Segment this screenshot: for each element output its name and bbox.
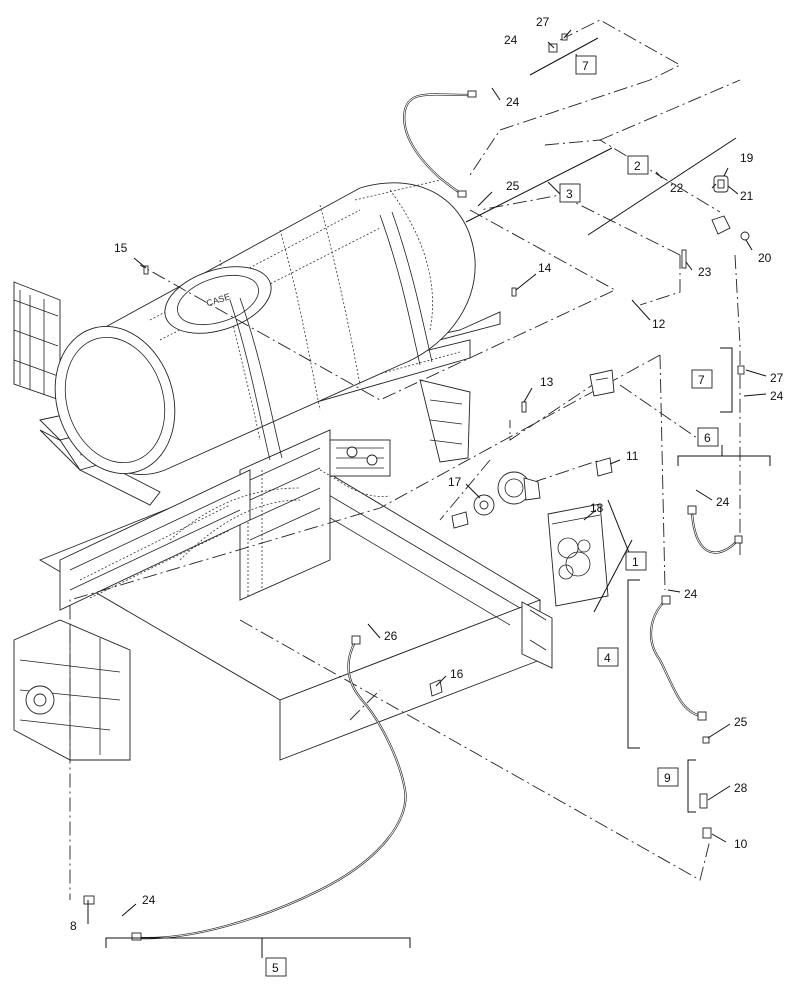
callout-24: 24: [504, 33, 518, 47]
callout-15: 15: [114, 241, 128, 255]
svg-text:7: 7: [582, 59, 589, 73]
group-box-6: 6: [697, 427, 719, 447]
callout-10: 10: [734, 837, 748, 851]
callout-11: 11: [626, 449, 639, 463]
hose-assemblies: [83, 90, 743, 941]
leader-lines: [87, 29, 767, 924]
callout-16: 16: [450, 667, 464, 681]
svg-text:7: 7: [698, 373, 705, 387]
svg-text:5: 5: [272, 961, 279, 975]
callout-13: 13: [540, 375, 554, 389]
callout-20: 20: [758, 251, 772, 265]
callout-24: 24: [506, 95, 520, 109]
small-parts: [143, 33, 750, 697]
callout-25: 25: [734, 715, 748, 729]
svg-text:9: 9: [664, 771, 671, 785]
seal-kit-bag: [547, 503, 609, 607]
group-box-5: 5: [265, 957, 287, 977]
svg-text:2: 2: [634, 159, 641, 173]
callout-24: 24: [770, 389, 784, 403]
group-box-7: 7: [575, 55, 597, 75]
callout-18: 18: [590, 501, 604, 515]
callout-numbers: 27 24 24 25 15 14 19 22 21 20 23 12 13 2…: [70, 15, 784, 933]
svg-text:1: 1: [632, 555, 639, 569]
callout-25: 25: [506, 179, 520, 193]
callout-14: 14: [538, 261, 552, 275]
boxed-callouts: 7 2 3 7 6 1 4 9: [265, 55, 719, 977]
guide-lines: [69, 19, 741, 900]
group-box-3: 3: [559, 183, 581, 203]
group-box-1: 1: [625, 551, 647, 571]
callout-12: 12: [652, 317, 666, 331]
callout-27: 27: [770, 371, 784, 385]
callout-19: 19: [740, 151, 754, 165]
callout-21: 21: [740, 189, 754, 203]
callout-22: 22: [670, 181, 684, 195]
svg-text:3: 3: [566, 187, 573, 201]
callout-24: 24: [716, 495, 730, 509]
callout-27: 27: [536, 15, 550, 29]
callout-17: 17: [448, 475, 462, 489]
callout-26: 26: [384, 629, 398, 643]
hose-top: [403, 93, 471, 195]
svg-text:6: 6: [704, 431, 711, 445]
svg-text:4: 4: [604, 651, 611, 665]
callout-24: 24: [684, 587, 698, 601]
group-box-9: 9: [657, 767, 679, 787]
callout-28: 28: [734, 781, 748, 795]
group-box-2: 2: [627, 155, 649, 175]
spray-tank: CASE: [54, 179, 476, 475]
group-box-7: 7: [691, 369, 713, 389]
group-box-4: 4: [597, 647, 619, 667]
callout-23: 23: [698, 265, 712, 279]
callout-24: 24: [142, 893, 156, 907]
callout-8: 8: [70, 919, 77, 933]
